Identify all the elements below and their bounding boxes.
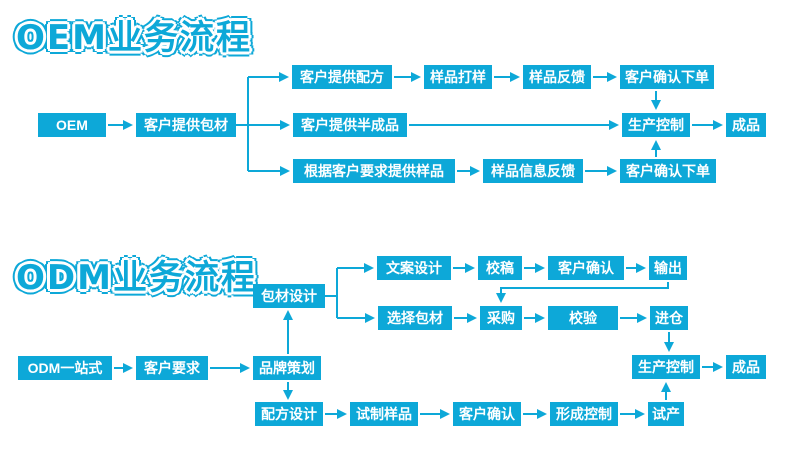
node-oem-start: OEM <box>38 113 106 137</box>
node-proofreading: 校稿 <box>478 256 522 280</box>
node-finished-product-odm: 成品 <box>726 355 766 379</box>
node-copy-design: 文案设计 <box>377 256 451 280</box>
node-sample-proofing: 样品打样 <box>424 65 492 89</box>
node-customer-confirm-formula: 客户确认 <box>453 402 521 426</box>
node-trial-sample: 试制样品 <box>350 402 418 426</box>
node-customer-provides-formula: 客户提供配方 <box>292 65 392 89</box>
node-production-control-oem: 生产控制 <box>622 113 690 137</box>
node-sample-feedback: 样品反馈 <box>523 65 591 89</box>
arrow-output-to-procurement <box>496 282 669 303</box>
node-sample-per-requirement: 根据客户要求提供样品 <box>293 159 455 183</box>
node-select-packaging: 选择包材 <box>378 306 452 330</box>
node-sample-info-feedback: 样品信息反馈 <box>483 159 583 183</box>
node-finished-product-oem: 成品 <box>726 113 766 137</box>
node-customer-provides-packaging: 客户提供包材 <box>136 113 236 137</box>
node-warehouse-in: 进仓 <box>650 306 688 330</box>
node-brand-planning: 品牌策划 <box>253 356 321 380</box>
node-customer-confirms-order-bottom: 客户确认下单 <box>620 159 716 183</box>
node-trial-production: 试产 <box>648 402 684 426</box>
node-packaging-design: 包材设计 <box>253 284 325 308</box>
node-procurement: 采购 <box>480 306 522 330</box>
odm-section-title: ODM业务流程 <box>16 258 257 298</box>
node-formula-design: 配方设计 <box>255 402 323 426</box>
node-customer-confirms-order-top: 客户确认下单 <box>620 65 714 89</box>
node-production-control-odm: 生产控制 <box>632 355 700 379</box>
node-customer-provides-semifinished: 客户提供半成品 <box>293 113 407 137</box>
node-output: 输出 <box>649 256 687 280</box>
oem-section-title: OEM业务流程 <box>16 18 252 58</box>
node-customer-confirm-copy: 客户确认 <box>548 256 624 280</box>
node-odm-start: ODM一站式 <box>18 356 112 380</box>
node-customer-requirement: 客户要求 <box>136 356 208 380</box>
node-inspection: 校验 <box>548 306 618 330</box>
node-forming-control: 形成控制 <box>550 402 618 426</box>
